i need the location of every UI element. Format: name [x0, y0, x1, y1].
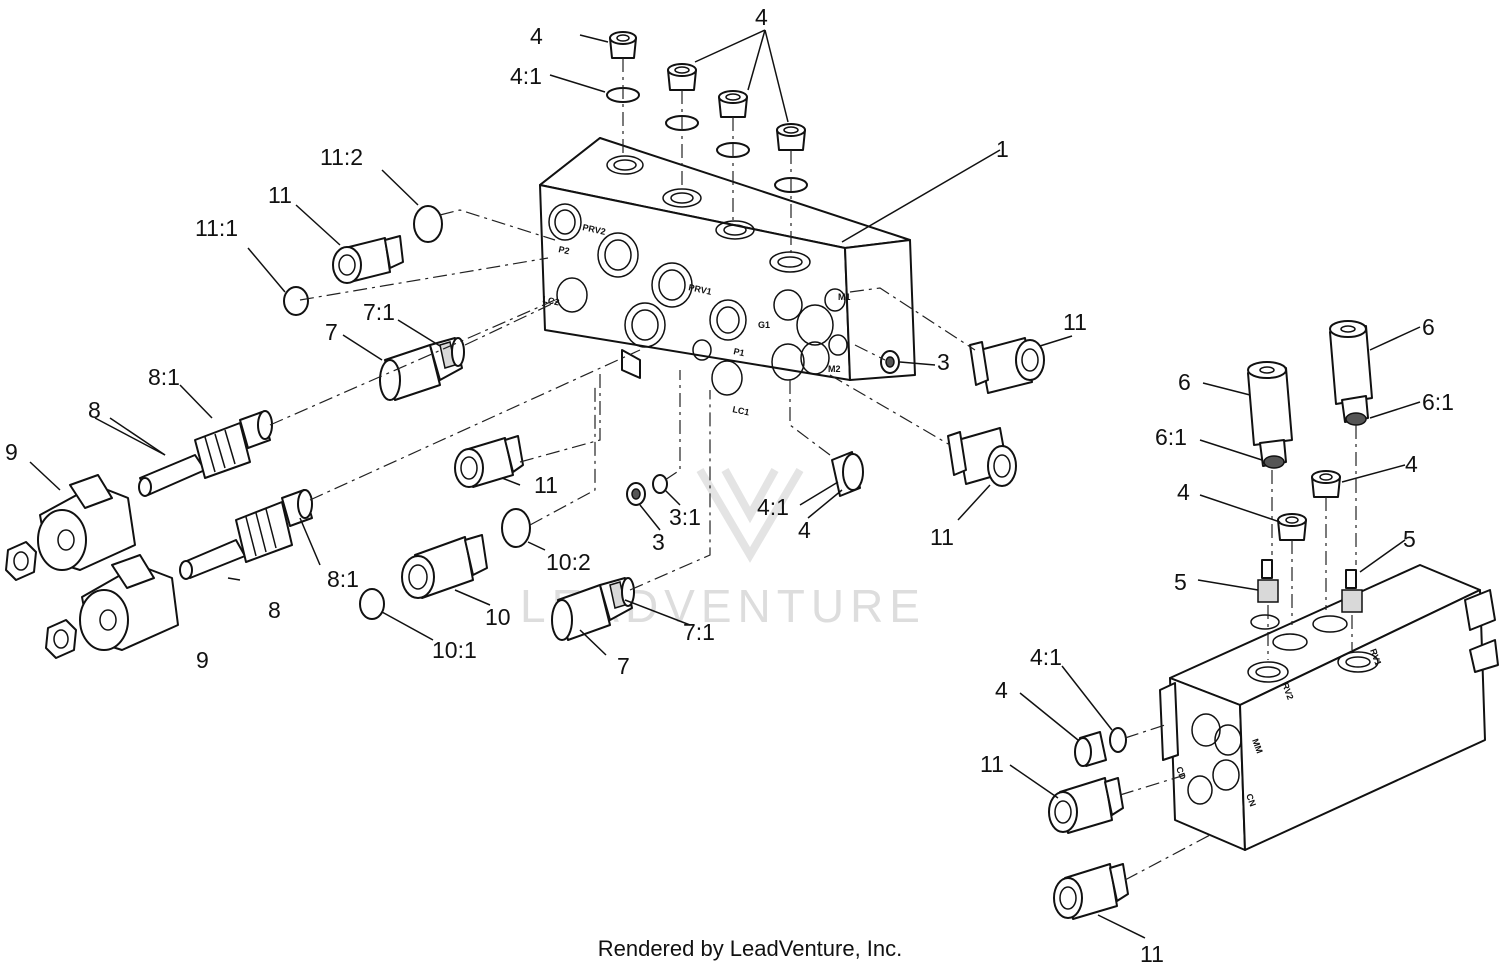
callout-3-1: 3:1: [669, 504, 701, 530]
port-label-m1: M1: [838, 292, 851, 302]
plug-3-right[interactable]: [880, 350, 900, 374]
callout-4-secondary-right: 4: [1405, 451, 1418, 477]
o-ring-11-2[interactable]: [413, 205, 443, 243]
callout-11-middle: 11: [534, 472, 558, 498]
fitting-11-right-lower[interactable]: [947, 427, 1017, 487]
callout-4-secondary-left: 4: [1177, 479, 1190, 505]
port-label-prv1: PRV1: [688, 282, 713, 297]
o-ring-10-2[interactable]: [501, 508, 531, 548]
o-ring-4-1-secondary: [1109, 727, 1127, 753]
port-label-cn: CN: [1244, 792, 1258, 808]
callout-11-right-lower: 11: [930, 524, 954, 550]
solenoid-coil-9-lower[interactable]: [79, 554, 179, 651]
plug-group-top[interactable]: [606, 31, 808, 255]
nut-upper[interactable]: [5, 541, 37, 581]
o-ring-10-1[interactable]: [359, 588, 385, 620]
port-label-g1: G1: [758, 320, 770, 330]
callout-9-upper: 9: [5, 439, 18, 465]
solenoid-cartridge-8-lower[interactable]: [179, 489, 313, 580]
callout-7-1-upper: 7:1: [363, 299, 395, 325]
fitting-10[interactable]: [401, 534, 488, 599]
callout-10: 10: [485, 604, 511, 630]
fitting-11-secondary-upper[interactable]: [1048, 777, 1124, 834]
cartridge-valve-7-lower[interactable]: [551, 577, 635, 641]
callout-4-1-right: 4:1: [757, 494, 789, 520]
fitting-11-secondary-lower[interactable]: [1053, 863, 1129, 920]
callout-labels: 4 4 4:1 1 11:2 11 11:1 7:1 7 8:1 8 9 11 …: [5, 4, 1454, 967]
port-label-prv2: PRV2: [582, 222, 607, 237]
callout-11-top-left: 11: [268, 182, 292, 208]
callout-6-left: 6: [1178, 369, 1191, 395]
plug-4-secondary-right[interactable]: [1311, 470, 1341, 498]
callout-3-center: 3: [652, 529, 665, 555]
fitting-11-top-left[interactable]: [332, 235, 404, 284]
callout-1: 1: [996, 136, 1009, 162]
callout-4-top-left: 4: [530, 23, 543, 49]
cartridge-valve-7-upper[interactable]: [379, 337, 465, 401]
plug-4-right[interactable]: [831, 451, 864, 497]
plug-4-secondary-left[interactable]: [1277, 513, 1307, 541]
callout-5-left: 5: [1174, 569, 1187, 595]
callout-8-1-lower: 8:1: [327, 566, 359, 592]
callout-6-1-left: 6:1: [1155, 424, 1187, 450]
callout-4-right: 4: [798, 517, 811, 543]
secondary-manifold-block[interactable]: RV2 RV1 MM CD CN: [1159, 564, 1499, 851]
callout-6-right: 6: [1422, 314, 1435, 340]
callout-7-1-lower: 7:1: [683, 619, 715, 645]
main-manifold-block[interactable]: PRV2 P2 PRV1 LC2 P1 LC1 G1 M1 M2: [539, 137, 916, 417]
callout-8-lower: 8: [268, 597, 281, 623]
callout-10-2: 10:2: [546, 549, 591, 575]
callout-4-1-secondary: 4:1: [1030, 644, 1062, 670]
plug-3-center[interactable]: [626, 474, 668, 506]
port-label-p1: P1: [733, 346, 746, 358]
port-label-m2: M2: [828, 364, 841, 374]
callout-11-right-upper: 11: [1063, 309, 1087, 335]
solenoid-cartridge-8-upper[interactable]: [138, 410, 273, 497]
spring-5-left[interactable]: [1257, 559, 1279, 603]
callout-3-right: 3: [937, 349, 950, 375]
callout-10-1: 10:1: [432, 637, 477, 663]
solenoid-coil-9-upper[interactable]: [37, 474, 136, 571]
port-label-lc1: LC1: [732, 404, 751, 417]
callout-5-right: 5: [1403, 526, 1416, 552]
fitting-11-right-upper[interactable]: [969, 337, 1045, 394]
callout-6-1-right: 6:1: [1422, 389, 1454, 415]
callout-11-2: 11:2: [320, 144, 363, 170]
callout-7-upper: 7: [325, 319, 338, 345]
port-label-p2: P2: [558, 244, 571, 256]
render-credit: Rendered by LeadVenture, Inc.: [597, 936, 903, 961]
port-label-mm: MM: [1250, 737, 1265, 755]
callout-11-1: 11:1: [195, 215, 238, 241]
callout-4-top-group: 4: [755, 4, 768, 30]
callout-8-1-upper: 8:1: [148, 364, 180, 390]
callout-7-lower: 7: [617, 653, 630, 679]
spring-5-right[interactable]: [1341, 569, 1363, 613]
callout-9-lower: 9: [196, 647, 209, 673]
callout-11-secondary-upper: 11: [980, 751, 1004, 777]
relief-valve-6-right[interactable]: [1329, 320, 1373, 426]
callout-11-secondary-lower: 11: [1140, 941, 1164, 967]
leader-lines: [29, 29, 1421, 939]
o-ring-3-1: [652, 474, 668, 494]
watermark-logo-icon: [696, 467, 804, 563]
callout-8-upper: 8: [88, 397, 101, 423]
fitting-11-middle[interactable]: [454, 435, 524, 488]
plug-4-secondary-side[interactable]: [1074, 727, 1127, 767]
callout-4-1-top: 4:1: [510, 63, 542, 89]
callout-4-secondary-side: 4: [995, 677, 1008, 703]
o-ring-11-1[interactable]: [283, 286, 309, 316]
relief-valve-6-left[interactable]: [1247, 361, 1293, 469]
nut-lower[interactable]: [45, 619, 77, 659]
